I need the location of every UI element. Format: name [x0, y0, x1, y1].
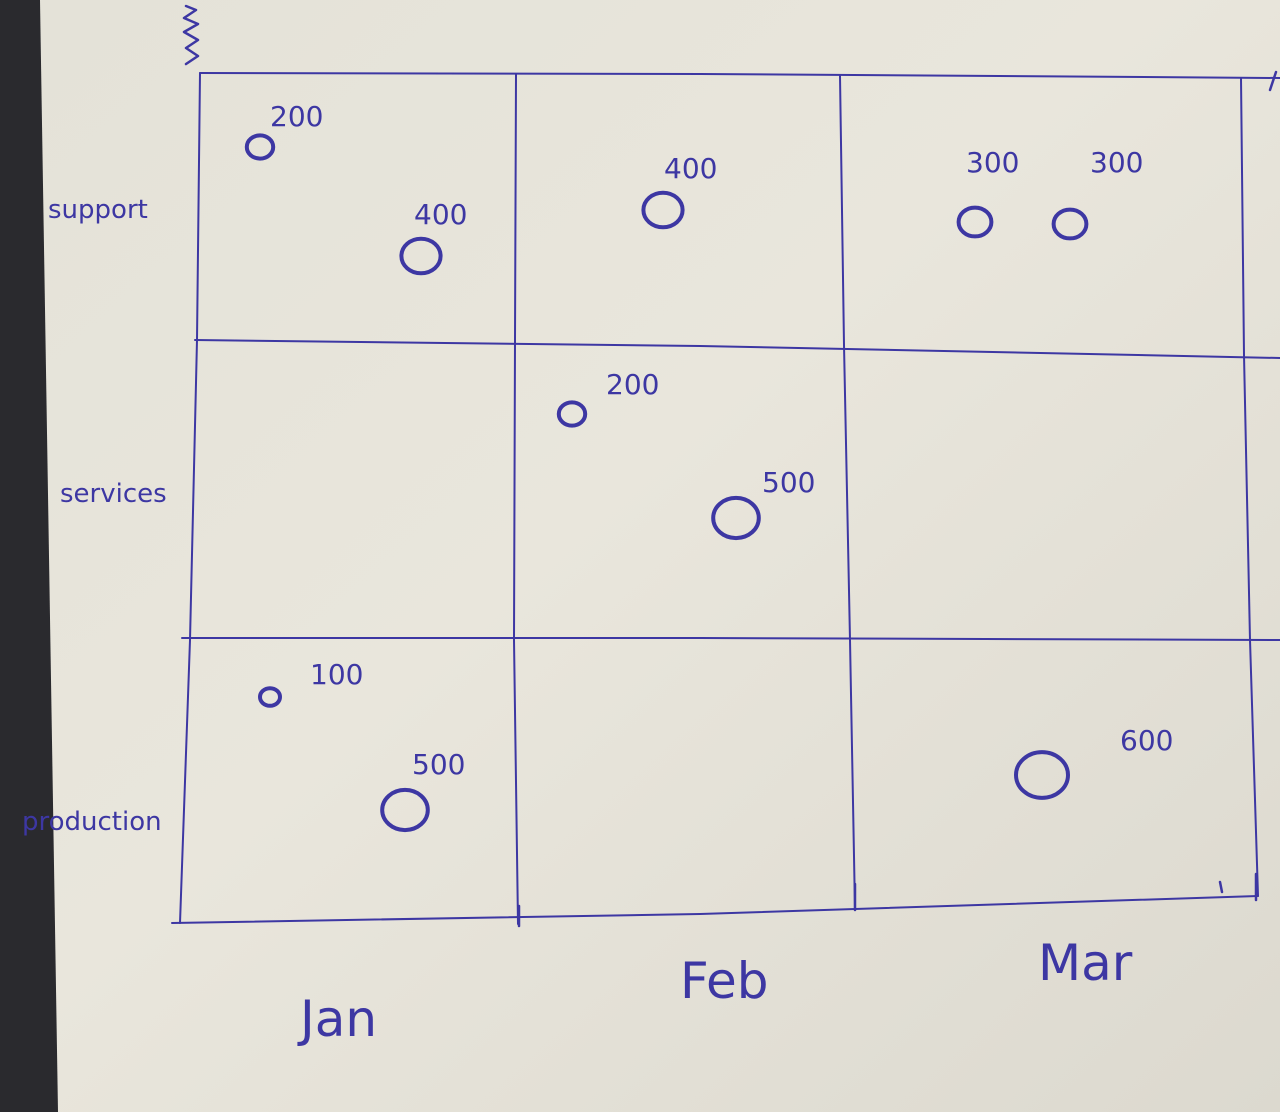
- data-point-mar-production-10: [1014, 750, 1070, 800]
- grid-line-row-2: [181, 637, 1280, 641]
- grid-line-col-3: [1240, 77, 1259, 897]
- data-label-feb-support-3: 400: [664, 152, 717, 185]
- grid-line-col-2: [839, 75, 856, 911]
- data-points: 200 400 400 300 300 200 500 100 500 600: [244, 100, 1173, 833]
- data-label-mar-production-10: 600: [1120, 724, 1173, 757]
- pen-scribbles: [182, 4, 1278, 928]
- data-point-feb-services-7: [711, 495, 761, 541]
- grid-line-row-1: [194, 339, 1280, 359]
- grid-line-bottom: [171, 895, 1259, 924]
- data-label-jan-support-2: 400: [414, 198, 467, 231]
- data-label-jan-production-9: 500: [412, 748, 465, 781]
- grid-line-left: [179, 72, 201, 924]
- row-label-services: services: [60, 479, 167, 509]
- data-label-jan-support-1: 200: [270, 100, 323, 133]
- data-point-jan-support-1: [244, 133, 276, 161]
- arrow-mark-top-right: [1268, 70, 1278, 92]
- data-point-feb-services-6: [556, 400, 588, 428]
- grid-line-top: [199, 72, 1280, 79]
- data-point-mar-support-4: [956, 205, 994, 239]
- data-point-jan-support-2: [399, 236, 443, 276]
- month-label-mar: Mar: [1038, 934, 1133, 992]
- grid-line-col-1: [513, 73, 519, 925]
- data-point-jan-production-9: [380, 787, 430, 833]
- data-point-feb-support-3: [641, 190, 685, 230]
- chart-grid: [171, 72, 1280, 925]
- month-label-feb: Feb: [680, 952, 769, 1010]
- data-label-mar-support-4: 300: [966, 146, 1019, 179]
- data-label-jan-production-8: 100: [310, 658, 363, 691]
- scribble-top-left: [182, 4, 200, 66]
- data-label-mar-support-5: 300: [1090, 146, 1143, 179]
- month-label-jan: Jan: [297, 990, 377, 1048]
- data-point-jan-production-8: [258, 686, 282, 708]
- paper-sheet: [40, 0, 1280, 1112]
- data-label-feb-services-6: 200: [606, 368, 659, 401]
- month-labels: Jan Feb Mar: [297, 934, 1133, 1048]
- data-label-feb-services-7: 500: [762, 466, 815, 499]
- row-labels: support services production: [22, 195, 167, 837]
- row-label-support: support: [48, 195, 148, 225]
- row-label-production: production: [22, 807, 162, 837]
- data-point-mar-support-5: [1051, 207, 1089, 241]
- tick-mark-col-3-short: [1218, 880, 1224, 894]
